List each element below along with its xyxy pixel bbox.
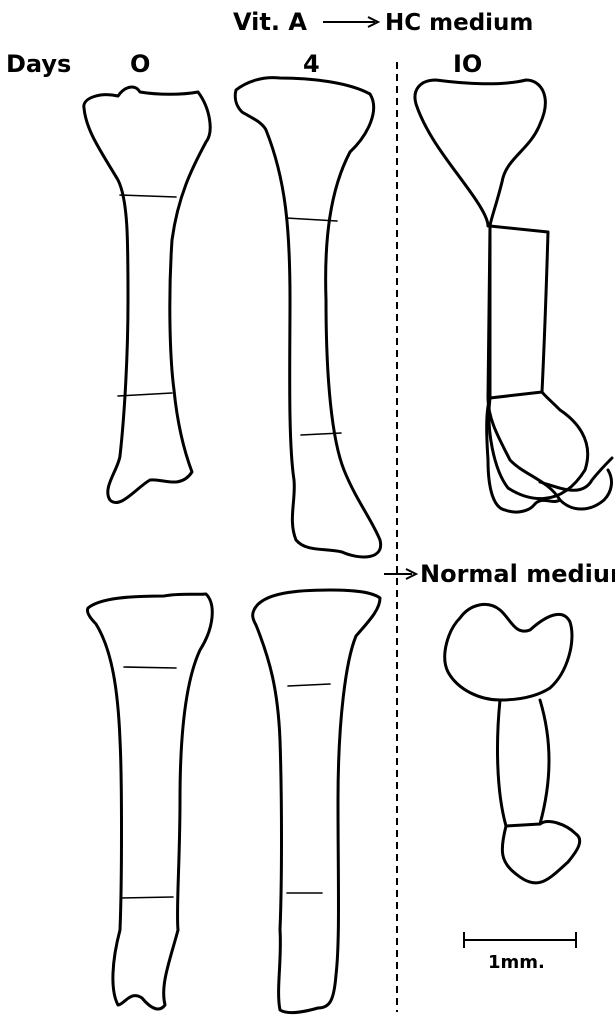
bone-upper-day-0 — [84, 87, 210, 502]
bone-lower-day-0 — [87, 594, 212, 1009]
normal-medium-label: Normal medium — [420, 560, 615, 588]
day-0-label: O — [130, 50, 150, 78]
arrow-right-icon — [323, 17, 378, 27]
scale-bar-label: 1mm. — [488, 952, 545, 973]
bone-lower-day-10-normal — [445, 604, 580, 882]
days-label: Days — [6, 50, 71, 78]
day-4-label: 4 — [303, 50, 320, 78]
bone-upper-day-10-hc — [415, 80, 612, 512]
bone-lower-day-4 — [253, 590, 380, 1013]
hc-medium-label: HC medium — [385, 10, 533, 36]
scale-bar — [464, 932, 576, 948]
arrow-right-icon-2 — [384, 569, 416, 579]
treatment-label: Vit. A — [233, 8, 307, 36]
day-10-label: IO — [453, 50, 482, 78]
bone-upper-day-4 — [235, 78, 380, 557]
